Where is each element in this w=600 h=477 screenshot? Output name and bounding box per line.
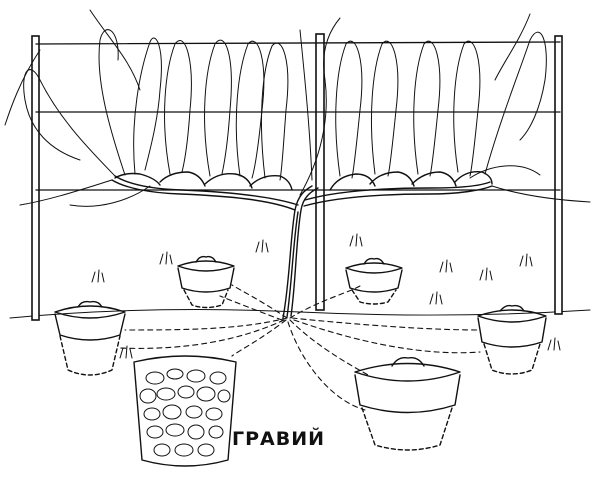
vine-shoots — [4, 9, 591, 207]
vine-trunk — [111, 175, 493, 319]
trellis-posts — [31, 33, 563, 321]
trellis-post-middle — [315, 33, 325, 311]
buried-pots — [54, 255, 547, 451]
cordon-spurs — [114, 171, 493, 191]
pot-front-right — [354, 356, 461, 451]
gravel-label: ГРАВИЙ — [232, 428, 326, 450]
pot-back-center — [345, 257, 403, 305]
pot-front-left — [54, 300, 126, 376]
trellis-wires — [35, 41, 561, 191]
trellis-post-left — [31, 35, 40, 321]
grass-tufts — [91, 233, 561, 359]
pot-right — [477, 304, 547, 375]
trellis-wire-top — [35, 41, 561, 45]
irrigation-lines — [119, 284, 481, 411]
trellis-post-right — [554, 35, 563, 315]
gravel-pit — [133, 355, 237, 467]
pot-back-left — [177, 255, 235, 309]
